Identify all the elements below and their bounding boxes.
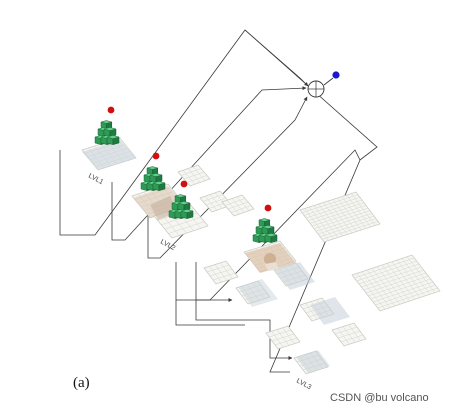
blue-dot-icon	[332, 71, 340, 79]
voxel-stack-lvl3	[252, 204, 278, 243]
tile-lvl3-s2	[235, 280, 271, 305]
sum-junction	[307, 71, 340, 98]
tile-big-1	[299, 191, 381, 243]
tile-big-2	[351, 254, 441, 312]
voxel-stack-lvl2a	[140, 152, 166, 191]
connector-lvl2	[111, 86, 307, 241]
tile-lvl3-s6	[331, 322, 367, 347]
voxel-stack-lvl1	[94, 106, 120, 145]
tile-lvl2-small-1	[177, 164, 211, 187]
image-patches	[82, 140, 350, 373]
figure-label: (a)	[73, 375, 90, 391]
voxel-stacks	[94, 106, 278, 243]
tile-lvl2-small-3	[221, 194, 255, 217]
level-label-lvl1: LVL1	[87, 173, 104, 187]
tile-lvl3-s1	[203, 260, 239, 285]
watermark: CSDN @bu volcano	[330, 392, 429, 404]
red-sphere-icon	[152, 152, 160, 160]
red-sphere-icon	[107, 106, 115, 114]
red-sphere-icon	[264, 204, 272, 212]
level-label-lvl3: LVL3	[295, 378, 312, 392]
connector-lvl2b	[147, 96, 308, 259]
connector-lines	[59, 29, 378, 373]
connector-lvl3-branch-b	[175, 300, 245, 326]
connector-lvl3-branch-c	[195, 300, 293, 360]
connector-lvl1	[59, 29, 378, 236]
connector-top-loop	[244, 29, 309, 87]
tile-lvl3-s5	[265, 325, 301, 350]
red-sphere-icon	[180, 180, 188, 188]
voxel-stack-lvl2b	[168, 180, 194, 219]
